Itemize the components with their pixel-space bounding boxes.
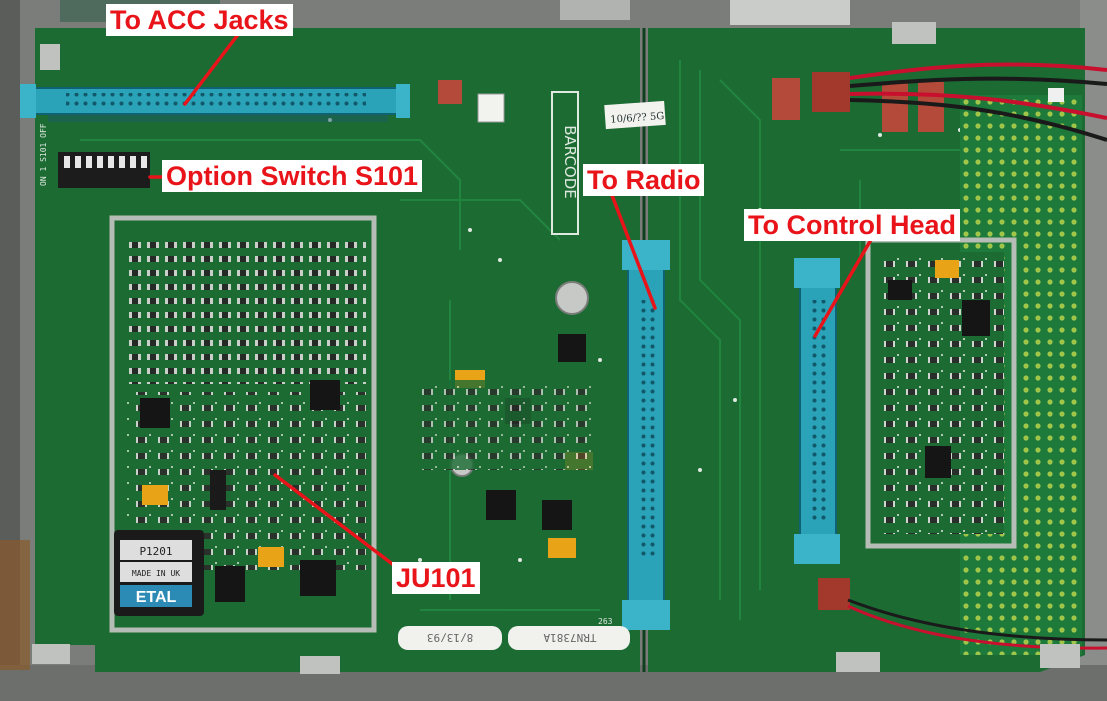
- svg-text:BARCODE: BARCODE: [561, 125, 579, 199]
- to-control-head-label: To Control Head: [744, 209, 960, 241]
- svg-text:10/6/?? 5G: 10/6/?? 5G: [610, 111, 665, 126]
- svg-text:ON 1 S101 OFF: ON 1 S101 OFF: [39, 123, 48, 186]
- to-radio-label: To Radio: [583, 164, 705, 196]
- svg-text:MADE IN UK: MADE IN UK: [132, 569, 180, 578]
- svg-text:ETAL: ETAL: [136, 589, 177, 606]
- acc-jacks-label: To ACC Jacks: [106, 4, 293, 36]
- svg-text:P1201: P1201: [139, 545, 172, 558]
- svg-text:8/13/93: 8/13/93: [427, 631, 473, 644]
- option-switch-label: Option Switch S101: [162, 160, 423, 192]
- ju101-label: JU101: [392, 562, 480, 594]
- svg-text:263: 263: [598, 617, 613, 626]
- svg-text:TRN7381A: TRN7381A: [543, 631, 596, 644]
